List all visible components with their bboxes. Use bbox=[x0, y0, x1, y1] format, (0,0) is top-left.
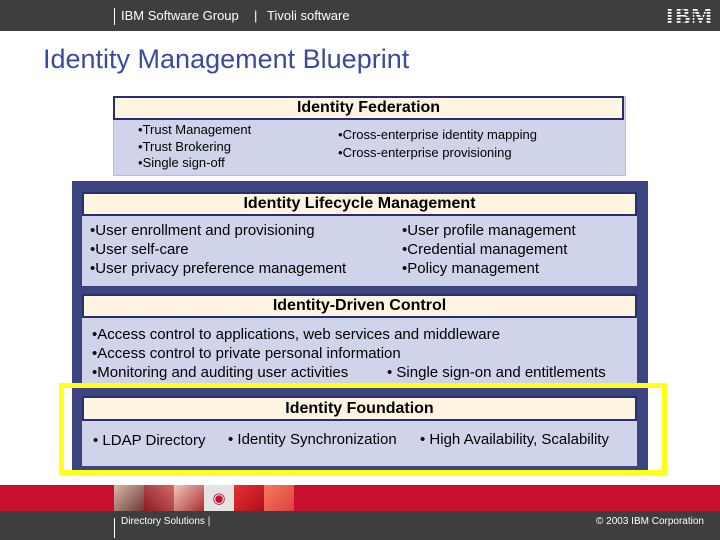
control-extra-item: • Single sign-on and entitlements bbox=[387, 364, 606, 381]
lifecycle-item: User privacy preference management bbox=[90, 259, 346, 278]
header-divider-text: | bbox=[254, 8, 258, 23]
lifecycle-left-list: User enrollment and provisioningUser sel… bbox=[90, 221, 346, 278]
footer-red-strip bbox=[0, 485, 720, 511]
footer-image-strip: ◉ bbox=[114, 485, 294, 511]
federation-item: Single sign-off bbox=[138, 155, 251, 172]
footer-divider bbox=[114, 518, 115, 538]
foundation-item-ha-text: High Availability, Scalability bbox=[429, 431, 609, 448]
foundation-item-ldap: • LDAP Directory bbox=[93, 432, 206, 449]
eye-icon: ◉ bbox=[204, 485, 234, 511]
foundation-item-sync-text: Identity Synchronization bbox=[237, 431, 397, 448]
control-item: Monitoring and auditing user activities bbox=[92, 363, 500, 382]
federation-item: Cross-enterprise provisioning bbox=[338, 144, 537, 162]
ibm-logo-svg: IBM bbox=[665, 4, 713, 30]
lifecycle-heading: Identity Lifecycle Management bbox=[82, 192, 637, 216]
footer-image-tile bbox=[264, 485, 294, 511]
control-heading: Identity-Driven Control bbox=[82, 294, 637, 318]
federation-item: Trust Management bbox=[138, 122, 252, 139]
footer-image-tile bbox=[114, 485, 144, 511]
lifecycle-right-list: User profile managementCredential manage… bbox=[402, 221, 576, 278]
lifecycle-item: User self-care bbox=[90, 240, 346, 259]
foundation-item-ldap-text: LDAP Directory bbox=[102, 432, 206, 449]
federation-right-list: Cross-enterprise identity mappingCross-e… bbox=[338, 126, 537, 162]
ibm-logo-text: IBM bbox=[665, 4, 713, 27]
federation-heading: Identity Federation bbox=[113, 96, 624, 120]
federation-item: Trust Brokering bbox=[138, 139, 251, 156]
header-bar: IBM Software Group | Tivoli software IBM bbox=[0, 0, 720, 31]
federation-left-list: Trust ManagementTrust BrokeringSingle si… bbox=[138, 122, 252, 172]
lifecycle-item: User profile management bbox=[402, 221, 575, 240]
lifecycle-item: Credential management bbox=[402, 240, 576, 259]
foundation-highlight bbox=[59, 383, 667, 475]
header-divider bbox=[114, 8, 115, 25]
ibm-logo: IBM bbox=[664, 3, 714, 32]
footer-image-tile bbox=[234, 485, 264, 511]
control-item: Access control to private personal infor… bbox=[92, 344, 500, 363]
page-title: Identity Management Blueprint bbox=[43, 44, 410, 74]
footer-image-tile bbox=[144, 485, 174, 511]
footer-section-label: Directory Solutions | bbox=[121, 516, 211, 527]
foundation-item-sync: • Identity Synchronization bbox=[228, 431, 397, 448]
lifecycle-item: Policy management bbox=[402, 259, 576, 278]
header-brand-text: IBM Software Group bbox=[121, 8, 239, 23]
header-product-text: Tivoli software bbox=[267, 8, 350, 23]
foundation-heading: Identity Foundation bbox=[82, 396, 637, 421]
control-item: Access control to applications, web serv… bbox=[92, 325, 500, 344]
federation-item: Cross-enterprise identity mapping bbox=[338, 126, 537, 144]
footer-bar bbox=[0, 511, 720, 540]
footer-image-tile bbox=[174, 485, 204, 511]
control-extra-text: Single sign-on and entitlements bbox=[396, 364, 606, 381]
lifecycle-item: User enrollment and provisioning bbox=[90, 221, 346, 240]
footer-copyright: © 2003 IBM Corporation bbox=[596, 516, 704, 527]
foundation-item-ha: • High Availability, Scalability bbox=[420, 431, 609, 448]
control-list: Access control to applications, web serv… bbox=[92, 325, 500, 382]
